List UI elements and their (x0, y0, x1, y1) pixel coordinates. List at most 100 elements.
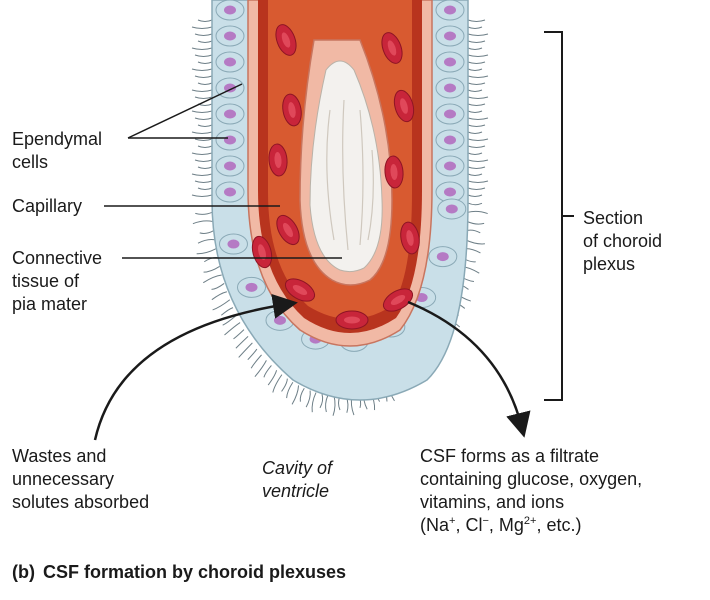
label-line: ventricle (262, 481, 330, 501)
red-blood-cell-center (288, 102, 296, 118)
cilium (467, 173, 483, 176)
cilium (319, 393, 324, 409)
red-blood-cell-center (344, 316, 360, 324)
cilium (467, 180, 489, 183)
cell-nucleus (227, 239, 240, 249)
cilium (194, 54, 213, 57)
cilium (299, 387, 305, 402)
cilium (467, 96, 489, 99)
cilium (467, 145, 486, 148)
cell-nucleus (224, 31, 236, 41)
cilium (194, 180, 213, 183)
cell-nucleus (224, 5, 236, 15)
cell-nucleus (224, 135, 236, 145)
cilium (467, 131, 483, 134)
cilium (291, 385, 300, 405)
cell-nucleus (224, 57, 236, 67)
cilium (194, 117, 213, 120)
label-line: Section (583, 208, 644, 228)
red-blood-cell-center (390, 294, 406, 306)
cilium (233, 329, 245, 340)
cilium (467, 40, 486, 43)
red-blood-cell-center (258, 244, 266, 260)
section-bracket (544, 31, 574, 401)
label-line: plexus (583, 254, 636, 274)
red-blood-cell-center (400, 98, 408, 114)
cell-nucleus (444, 187, 456, 197)
cell-nucleus (444, 57, 456, 67)
cilium (197, 82, 213, 85)
cilium (194, 96, 213, 99)
cell-nucleus (224, 161, 236, 171)
cilium (466, 229, 481, 234)
cilium (332, 395, 336, 416)
cilium (212, 299, 231, 311)
cilium (194, 159, 213, 162)
cell-nucleus (224, 83, 236, 93)
cell-nucleus (436, 252, 449, 262)
cell-nucleus (273, 315, 286, 325)
cilium (191, 131, 213, 134)
red-blood-cells (251, 24, 420, 330)
cilium (267, 370, 278, 386)
cilium (197, 166, 213, 169)
cilium (467, 159, 489, 162)
cilium (467, 19, 486, 22)
red-blood-cell-center (281, 32, 291, 48)
ion-superscript: + (449, 515, 456, 527)
cilium (191, 194, 213, 197)
label-line: unnecessary (12, 469, 115, 489)
label-cavity-of-ventricle: Cavity of ventricle (262, 457, 332, 503)
cilium (467, 75, 489, 78)
cilium (325, 394, 329, 413)
label-wastes-absorbed: Wastes and unnecessary solutes absorbed (12, 445, 149, 514)
caption-text: CSF formation by choroid plexuses (42, 562, 347, 582)
cell-nucleus (444, 161, 456, 171)
label-line: vitamins, and ions (420, 492, 565, 512)
cilium (196, 248, 217, 255)
cilium (191, 68, 213, 71)
red-blood-cell-center (274, 152, 282, 168)
label-line: Ependymal (12, 129, 103, 149)
cilium (191, 89, 213, 92)
cilium (191, 152, 213, 155)
label-line: CSF forms as a filtrate (420, 446, 600, 466)
cilium (235, 336, 249, 349)
cilium (238, 342, 253, 358)
connective-tissue-fibers (326, 99, 374, 251)
cilium (197, 40, 213, 43)
label-line: Wastes and (12, 446, 107, 466)
cell-nucleus (444, 83, 456, 93)
cilium (195, 211, 213, 215)
cilium (263, 365, 272, 378)
red-blood-cell-center (406, 230, 414, 246)
cell-nucleus (224, 109, 236, 119)
csf-formation-arrow (407, 300, 531, 438)
ion-superscript: − (482, 515, 489, 527)
red-blood-cell-center (390, 164, 398, 180)
cilium (467, 26, 483, 29)
cilium (467, 117, 489, 120)
cilium (467, 33, 489, 36)
cilium (247, 348, 258, 361)
cilium (281, 378, 288, 392)
cilium (194, 138, 213, 141)
cilium (191, 26, 213, 29)
label-line: Capillary (12, 196, 83, 216)
cilium (467, 103, 486, 106)
label-line: of choroid (583, 231, 663, 251)
label-line: pia mater (12, 294, 88, 314)
cilium (194, 75, 213, 78)
cilium (191, 47, 213, 50)
cilium (467, 82, 486, 85)
cilium (467, 68, 483, 71)
cilium (197, 61, 213, 64)
cilium (197, 124, 213, 127)
cilium (220, 307, 234, 316)
cell-nucleus (444, 135, 456, 145)
cilium (467, 166, 486, 169)
cilium (199, 230, 214, 234)
cilium (250, 354, 262, 369)
cilium (467, 194, 483, 197)
label-line: tissue of (12, 271, 80, 291)
